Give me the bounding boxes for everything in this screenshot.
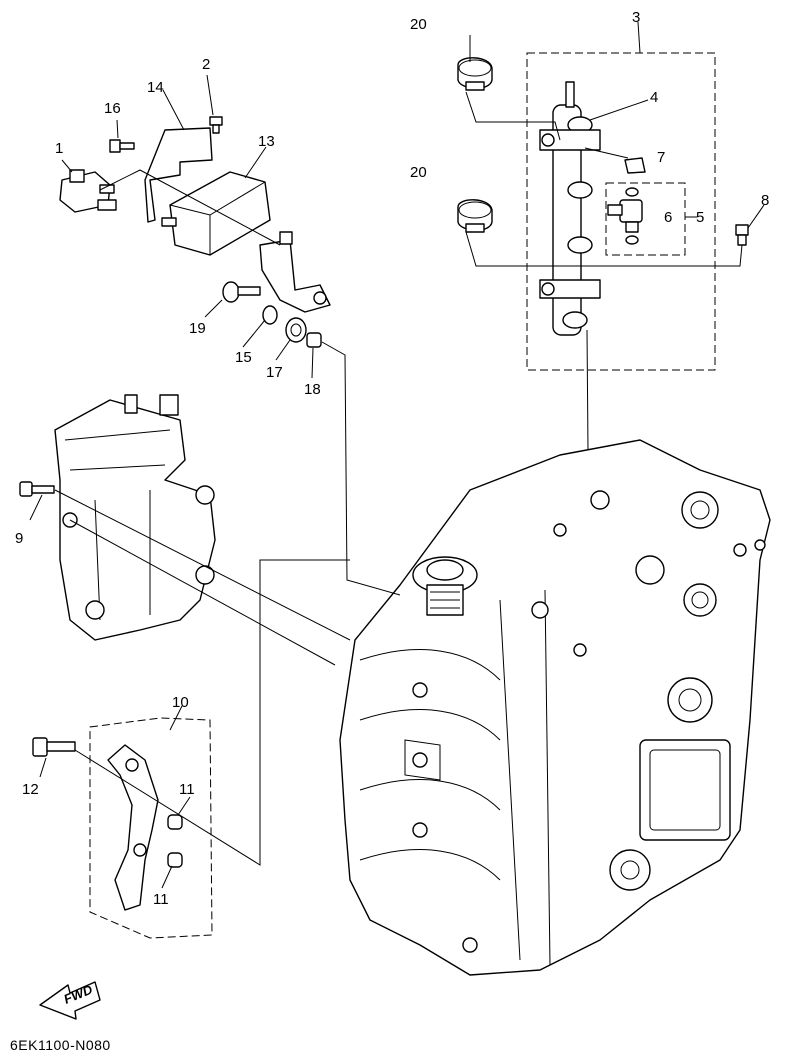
callout-20-upper: 20 <box>410 16 427 33</box>
callout-8: 8 <box>761 192 769 209</box>
fuel-injector <box>607 187 643 245</box>
cylinder-head-assembly <box>54 394 216 641</box>
callout-13: 13 <box>258 133 275 150</box>
bracket-14 <box>144 127 213 223</box>
callout-1: 1 <box>55 140 63 157</box>
callout-20-lower: 20 <box>410 164 427 181</box>
hose-clamp-upper <box>457 57 493 91</box>
hose-clamp-lower <box>457 199 493 233</box>
bolt-16 <box>109 139 135 153</box>
bracket-group-box <box>89 717 213 939</box>
callout-7: 7 <box>657 149 665 166</box>
collar-11-lower <box>167 852 183 868</box>
callout-10: 10 <box>172 694 189 711</box>
callout-9: 9 <box>15 530 23 547</box>
callout-3: 3 <box>632 9 640 26</box>
injector-clip <box>624 157 646 174</box>
canister-13 <box>161 171 271 256</box>
callout-6: 6 <box>664 209 672 226</box>
collar-18 <box>306 332 322 348</box>
solenoid-valve <box>59 169 117 213</box>
injector-group-box <box>605 182 686 256</box>
leader-lines <box>29 21 765 889</box>
callout-19: 19 <box>189 320 206 337</box>
callout-11-upper: 11 <box>179 781 195 798</box>
collar-11-upper <box>167 814 183 830</box>
bracket-plate <box>259 231 331 313</box>
callout-17: 17 <box>266 364 283 381</box>
screw-2 <box>209 116 223 134</box>
diagram-code: 6EK1100-N080 <box>10 1037 111 1053</box>
callout-15: 15 <box>235 349 252 366</box>
fuel-rail <box>526 52 716 371</box>
forward-direction-arrow: FWD <box>39 981 101 1020</box>
grommet-17 <box>285 317 307 343</box>
cylinder-block <box>339 439 771 976</box>
callout-14: 14 <box>147 79 164 96</box>
bolt-19 <box>222 281 261 303</box>
bolt-12 <box>32 737 76 757</box>
callout-2: 2 <box>202 56 210 73</box>
bolt-9 <box>19 481 55 497</box>
callout-18: 18 <box>304 381 321 398</box>
washer-15 <box>262 305 278 325</box>
callout-5: 5 <box>696 209 704 226</box>
callout-12: 12 <box>22 781 39 798</box>
callout-4: 4 <box>650 89 658 106</box>
callout-11-lower: 11 <box>153 891 169 908</box>
bracket-10 <box>107 744 159 911</box>
callout-16: 16 <box>104 100 121 117</box>
bolt-8 <box>735 224 749 246</box>
